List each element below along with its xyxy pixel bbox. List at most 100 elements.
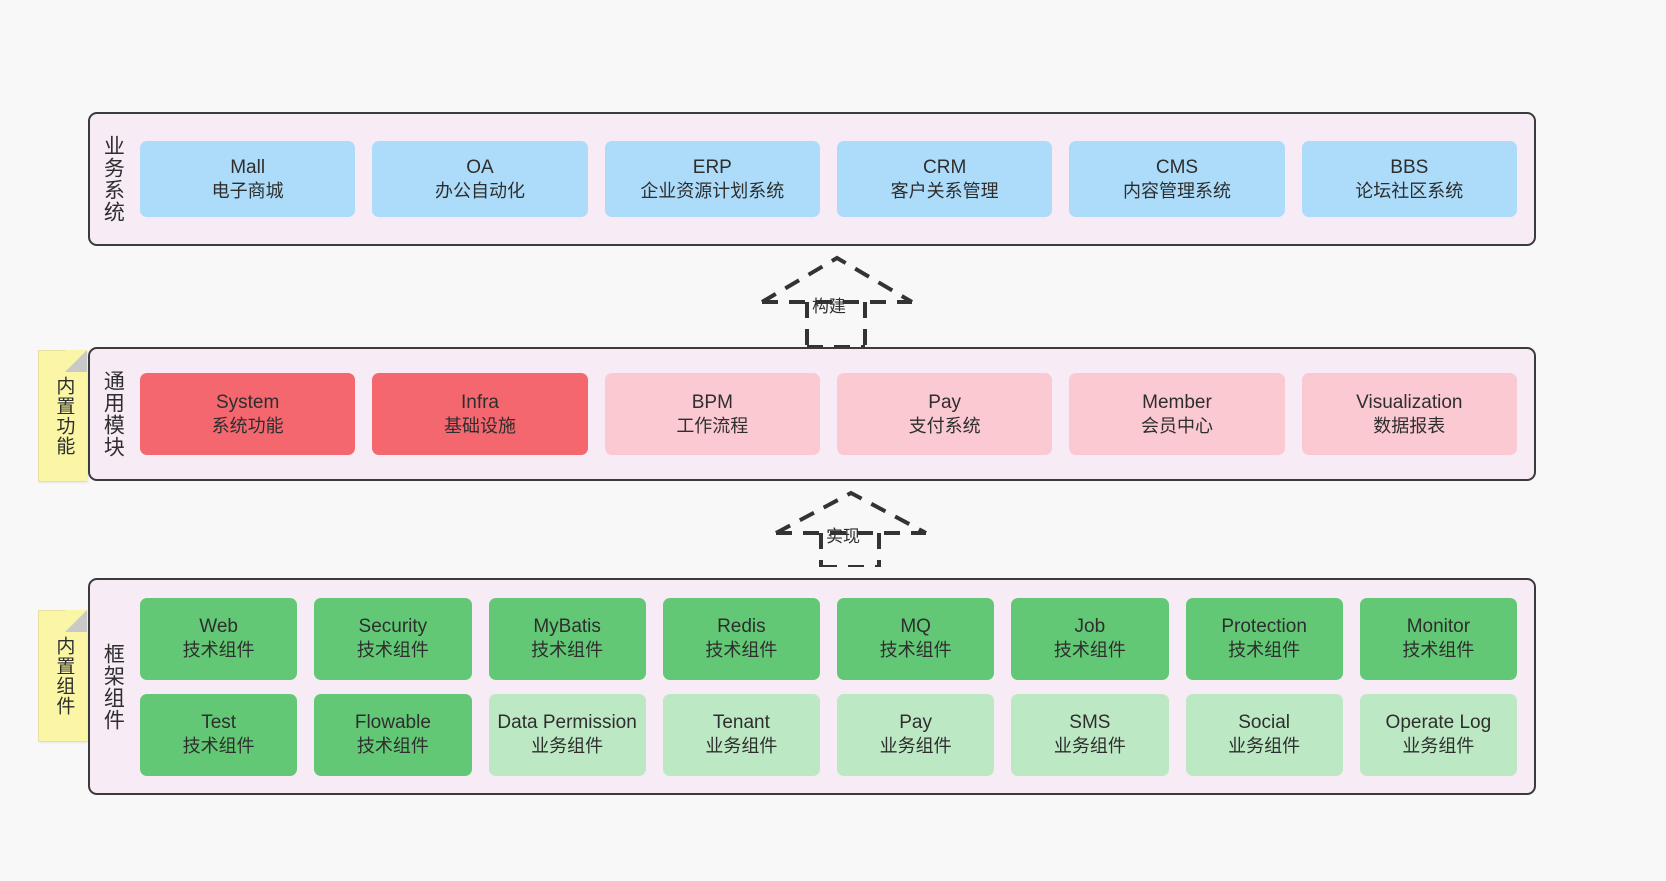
card-system[interactable]: System 系统功能 [140, 373, 356, 455]
generalization-arrow-implement: 实现 [766, 487, 936, 569]
layer-label-common-modules: 通用模块 [101, 370, 125, 458]
card-subtitle: 技术组件 [356, 736, 429, 757]
card-crm[interactable]: CRM 客户关系管理 [836, 141, 1053, 217]
generalization-arrow-build: 构建 [752, 252, 922, 349]
card-subtitle: 技术组件 [356, 640, 429, 661]
card-subtitle: 技术组件 [531, 640, 604, 661]
arrow-label-implement: 实现 [826, 527, 860, 546]
card-social[interactable]: Social 业务组件 [1185, 693, 1343, 776]
card-subtitle: 工作流程 [676, 415, 749, 436]
card-title: Tenant [712, 712, 770, 734]
card-erp[interactable]: ERP 企业资源计划系统 [604, 141, 820, 217]
card-subtitle: 业务组件 [879, 736, 952, 757]
card-subtitle: 支付系统 [908, 415, 981, 436]
card-visualization[interactable]: Visualization 数据报表 [1301, 373, 1517, 455]
card-flowable[interactable]: Flowable 技术组件 [314, 693, 472, 776]
card-tenant[interactable]: Tenant 业务组件 [662, 693, 820, 776]
card-title: Data Permission [497, 712, 637, 734]
card-subtitle: 业务组件 [1053, 736, 1126, 757]
card-row: Mall 电子商城 OA 办公自动化 ERP 企业资源计划系统 CRM 客户关系… [140, 141, 1517, 217]
arrow-label-build: 构建 [812, 297, 846, 316]
card-subtitle: 技术组件 [705, 640, 778, 661]
card-row-business: Test 技术组件 Flowable 技术组件 Data Permission … [140, 693, 1517, 776]
card-sms[interactable]: SMS 业务组件 [1011, 693, 1169, 776]
card-title: Social [1238, 712, 1290, 734]
card-title: Web [199, 616, 238, 638]
card-row-technical: Web 技术组件 Security 技术组件 MyBatis 技术组件 Redi… [140, 597, 1517, 680]
card-subtitle: 业务组件 [531, 736, 604, 757]
card-subtitle: 技术组件 [1228, 640, 1301, 661]
card-job[interactable]: Job 技术组件 [1011, 597, 1169, 680]
card-title: Security [358, 616, 428, 638]
layer-common-modules: 通用模块 System 系统功能 Infra 基础设施 BPM 工作流程 Pay… [88, 347, 1536, 481]
card-security[interactable]: Security 技术组件 [314, 597, 472, 680]
card-title: Visualization [1356, 391, 1463, 413]
card-member[interactable]: Member 会员中心 [1069, 373, 1285, 455]
card-mybatis[interactable]: MyBatis 技术组件 [488, 597, 646, 680]
card-subtitle: 技术组件 [879, 640, 952, 661]
card-bbs[interactable]: BBS 论坛社区系统 [1301, 141, 1517, 217]
card-title: CMS [1155, 156, 1199, 178]
card-title: Pay [899, 712, 932, 734]
card-subtitle: 内容管理系统 [1122, 180, 1231, 201]
layer-label-framework-components: 框架组件 [101, 642, 125, 731]
card-subtitle: 技术组件 [182, 640, 255, 661]
layer-business-systems: 业务系统 Mall 电子商城 OA 办公自动化 ERP 企业资源计划系统 CRM… [88, 112, 1536, 246]
card-infra[interactable]: Infra 基础设施 [372, 373, 588, 455]
card-protection[interactable]: Protection 技术组件 [1185, 597, 1343, 680]
card-subtitle: 技术组件 [1402, 640, 1475, 661]
card-title: BPM [691, 391, 733, 413]
layer-body-framework-components: Web 技术组件 Security 技术组件 MyBatis 技术组件 Redi… [134, 580, 1534, 793]
card-title: OA [466, 156, 494, 178]
card-subtitle: 技术组件 [182, 736, 255, 757]
card-mall[interactable]: Mall 电子商城 [140, 141, 356, 217]
card-title: ERP [692, 156, 732, 178]
card-mq[interactable]: MQ 技术组件 [837, 597, 995, 680]
card-subtitle: 业务组件 [705, 736, 778, 757]
card-subtitle: 数据报表 [1373, 415, 1446, 436]
card-redis[interactable]: Redis 技术组件 [662, 597, 820, 680]
card-subtitle: 业务组件 [1228, 736, 1301, 757]
card-subtitle: 企业资源计划系统 [640, 180, 785, 201]
card-title: System [215, 391, 280, 413]
card-pay-business[interactable]: Pay 业务组件 [837, 693, 995, 776]
card-cms[interactable]: CMS 内容管理系统 [1069, 141, 1285, 217]
card-title: Operate Log [1385, 712, 1492, 734]
card-subtitle: 技术组件 [1053, 640, 1126, 661]
card-subtitle: 会员中心 [1140, 415, 1213, 436]
card-subtitle: 电子商城 [211, 180, 284, 201]
card-title: Protection [1221, 616, 1307, 638]
card-row: System 系统功能 Infra 基础设施 BPM 工作流程 Pay 支付系统… [140, 373, 1517, 455]
sticky-note-label: 内置功能 [53, 375, 75, 456]
card-title: MyBatis [533, 616, 601, 638]
card-data-permission[interactable]: Data Permission 业务组件 [488, 693, 646, 776]
card-subtitle: 业务组件 [1402, 736, 1475, 757]
card-operate-log[interactable]: Operate Log 业务组件 [1359, 693, 1517, 776]
card-title: Job [1074, 616, 1106, 638]
layer-body-common-modules: System 系统功能 Infra 基础设施 BPM 工作流程 Pay 支付系统… [134, 349, 1534, 479]
card-subtitle: 办公自动化 [434, 180, 525, 201]
card-subtitle: 基础设施 [443, 415, 516, 436]
sticky-note-builtin-component: 内置组件 [38, 610, 87, 742]
sticky-note-label: 内置组件 [53, 635, 75, 716]
card-title: Test [201, 712, 237, 734]
card-title: Member [1142, 391, 1212, 413]
card-oa[interactable]: OA 办公自动化 [372, 141, 588, 217]
card-test[interactable]: Test 技术组件 [140, 693, 298, 776]
card-subtitle: 系统功能 [211, 415, 284, 436]
card-title: Redis [717, 616, 766, 638]
card-title: Pay [928, 391, 962, 413]
card-title: Flowable [354, 712, 431, 734]
layer-body-business-systems: Mall 电子商城 OA 办公自动化 ERP 企业资源计划系统 CRM 客户关系… [134, 114, 1534, 244]
card-bpm[interactable]: BPM 工作流程 [604, 373, 820, 455]
card-title: BBS [1390, 156, 1429, 178]
card-title: Mall [230, 156, 266, 178]
card-subtitle: 论坛社区系统 [1355, 180, 1464, 201]
sticky-note-builtin-function: 内置功能 [38, 350, 87, 482]
layer-label-business-systems: 业务系统 [101, 135, 125, 223]
card-web[interactable]: Web 技术组件 [140, 597, 298, 680]
card-title: Infra [460, 391, 499, 413]
card-monitor[interactable]: Monitor 技术组件 [1359, 597, 1517, 680]
card-pay[interactable]: Pay 支付系统 [836, 373, 1053, 455]
card-title: SMS [1069, 712, 1111, 734]
